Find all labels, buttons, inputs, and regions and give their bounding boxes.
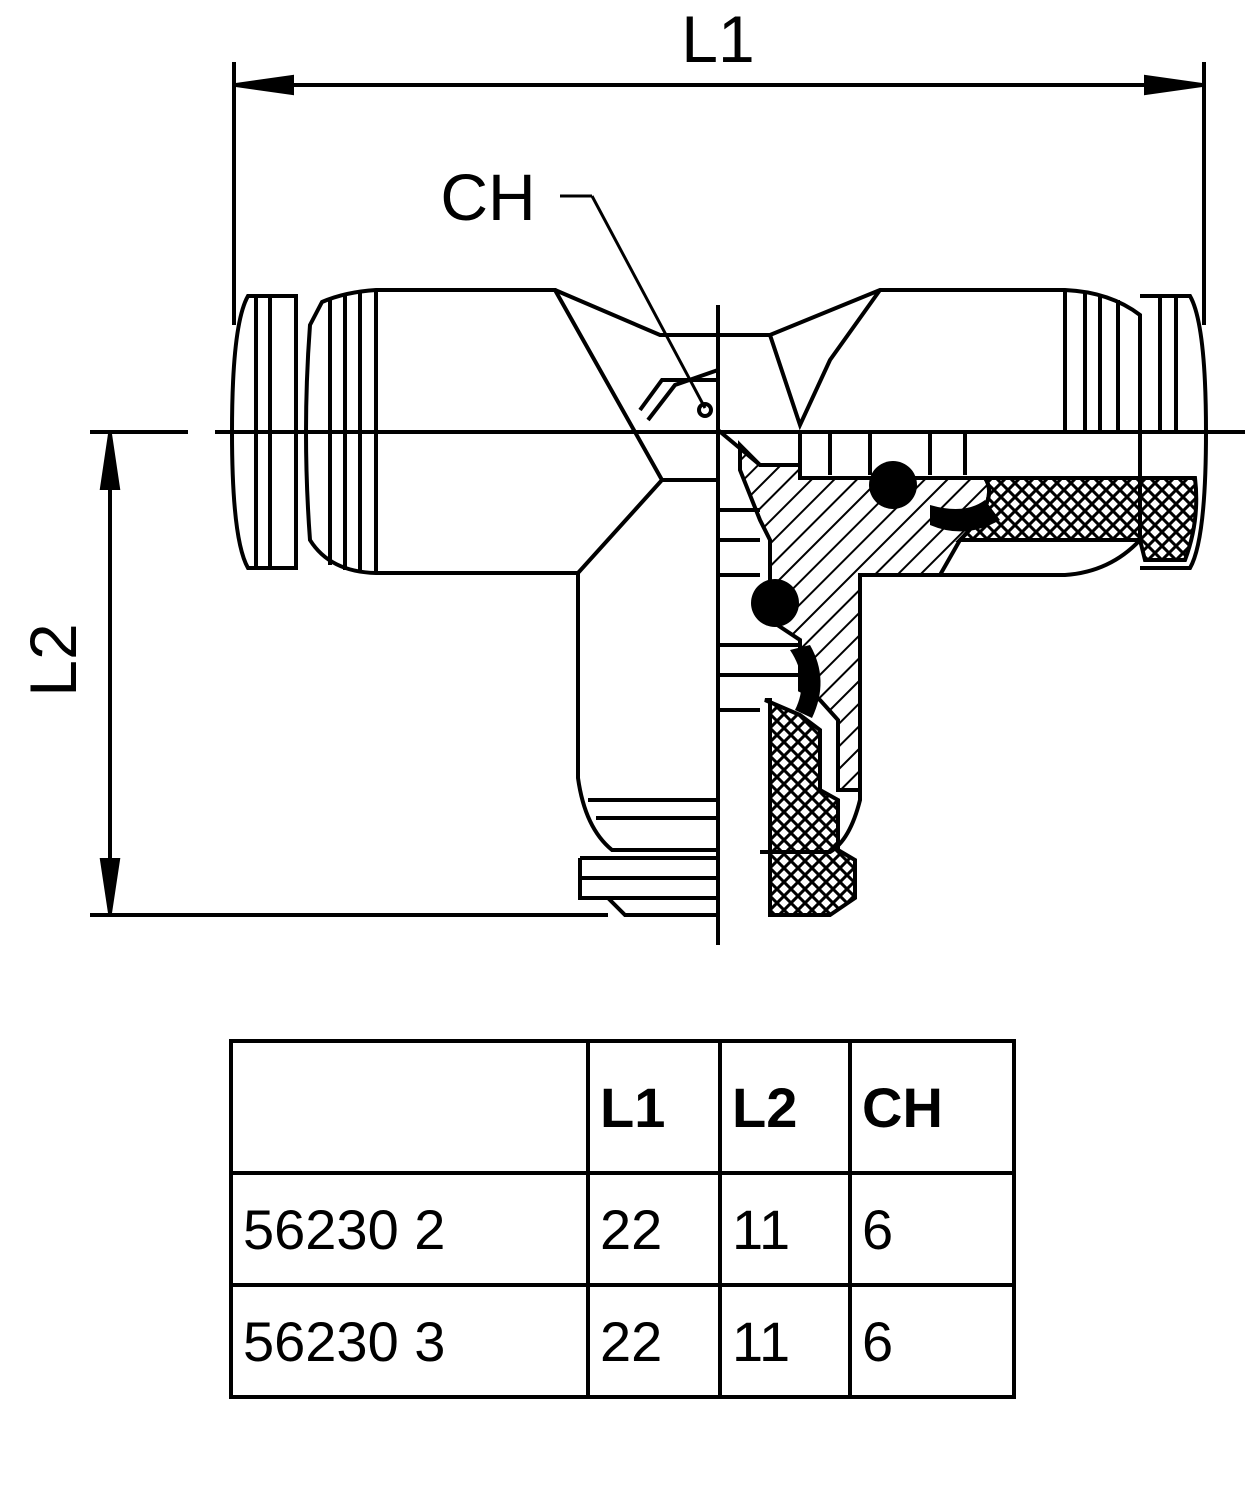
cell-code: 56230 3 — [229, 1283, 590, 1399]
l1-label: L1 — [681, 2, 754, 76]
table-row: 56230 3 22 11 6 — [229, 1283, 1016, 1399]
cell-ch: 6 — [848, 1283, 1016, 1399]
ch-label: CH — [440, 160, 535, 234]
tee-body-outline — [229, 288, 719, 917]
cell-l1: 22 — [586, 1283, 722, 1399]
l1-dimension — [232, 62, 1206, 325]
o-ring-seals — [751, 461, 1000, 718]
header-cell-l2: L2 — [718, 1039, 852, 1175]
header-cell-ch: CH — [848, 1039, 1016, 1175]
table-header-row: L1 L2 CH — [229, 1039, 1016, 1175]
cell-code: 56230 2 — [229, 1171, 590, 1287]
tee-section-view — [716, 288, 1209, 854]
centerlines — [215, 305, 1245, 945]
ch-leader — [560, 194, 707, 409]
cell-l2: 11 — [718, 1283, 852, 1399]
cell-l2: 11 — [718, 1171, 852, 1287]
header-cell-code — [229, 1039, 590, 1175]
dimension-table: L1 L2 CH 56230 2 22 11 6 56230 3 22 11 6 — [229, 1039, 1016, 1399]
cell-ch: 6 — [848, 1171, 1016, 1287]
header-cell-l1: L1 — [586, 1039, 722, 1175]
l2-label: L2 — [16, 623, 90, 696]
cell-l1: 22 — [586, 1171, 722, 1287]
table-row: 56230 2 22 11 6 — [229, 1171, 1016, 1287]
collet-section — [764, 476, 1199, 917]
tee-fitting-drawing: L1 CH L2 — [16, 2, 1245, 945]
l2-dimension — [90, 430, 608, 917]
